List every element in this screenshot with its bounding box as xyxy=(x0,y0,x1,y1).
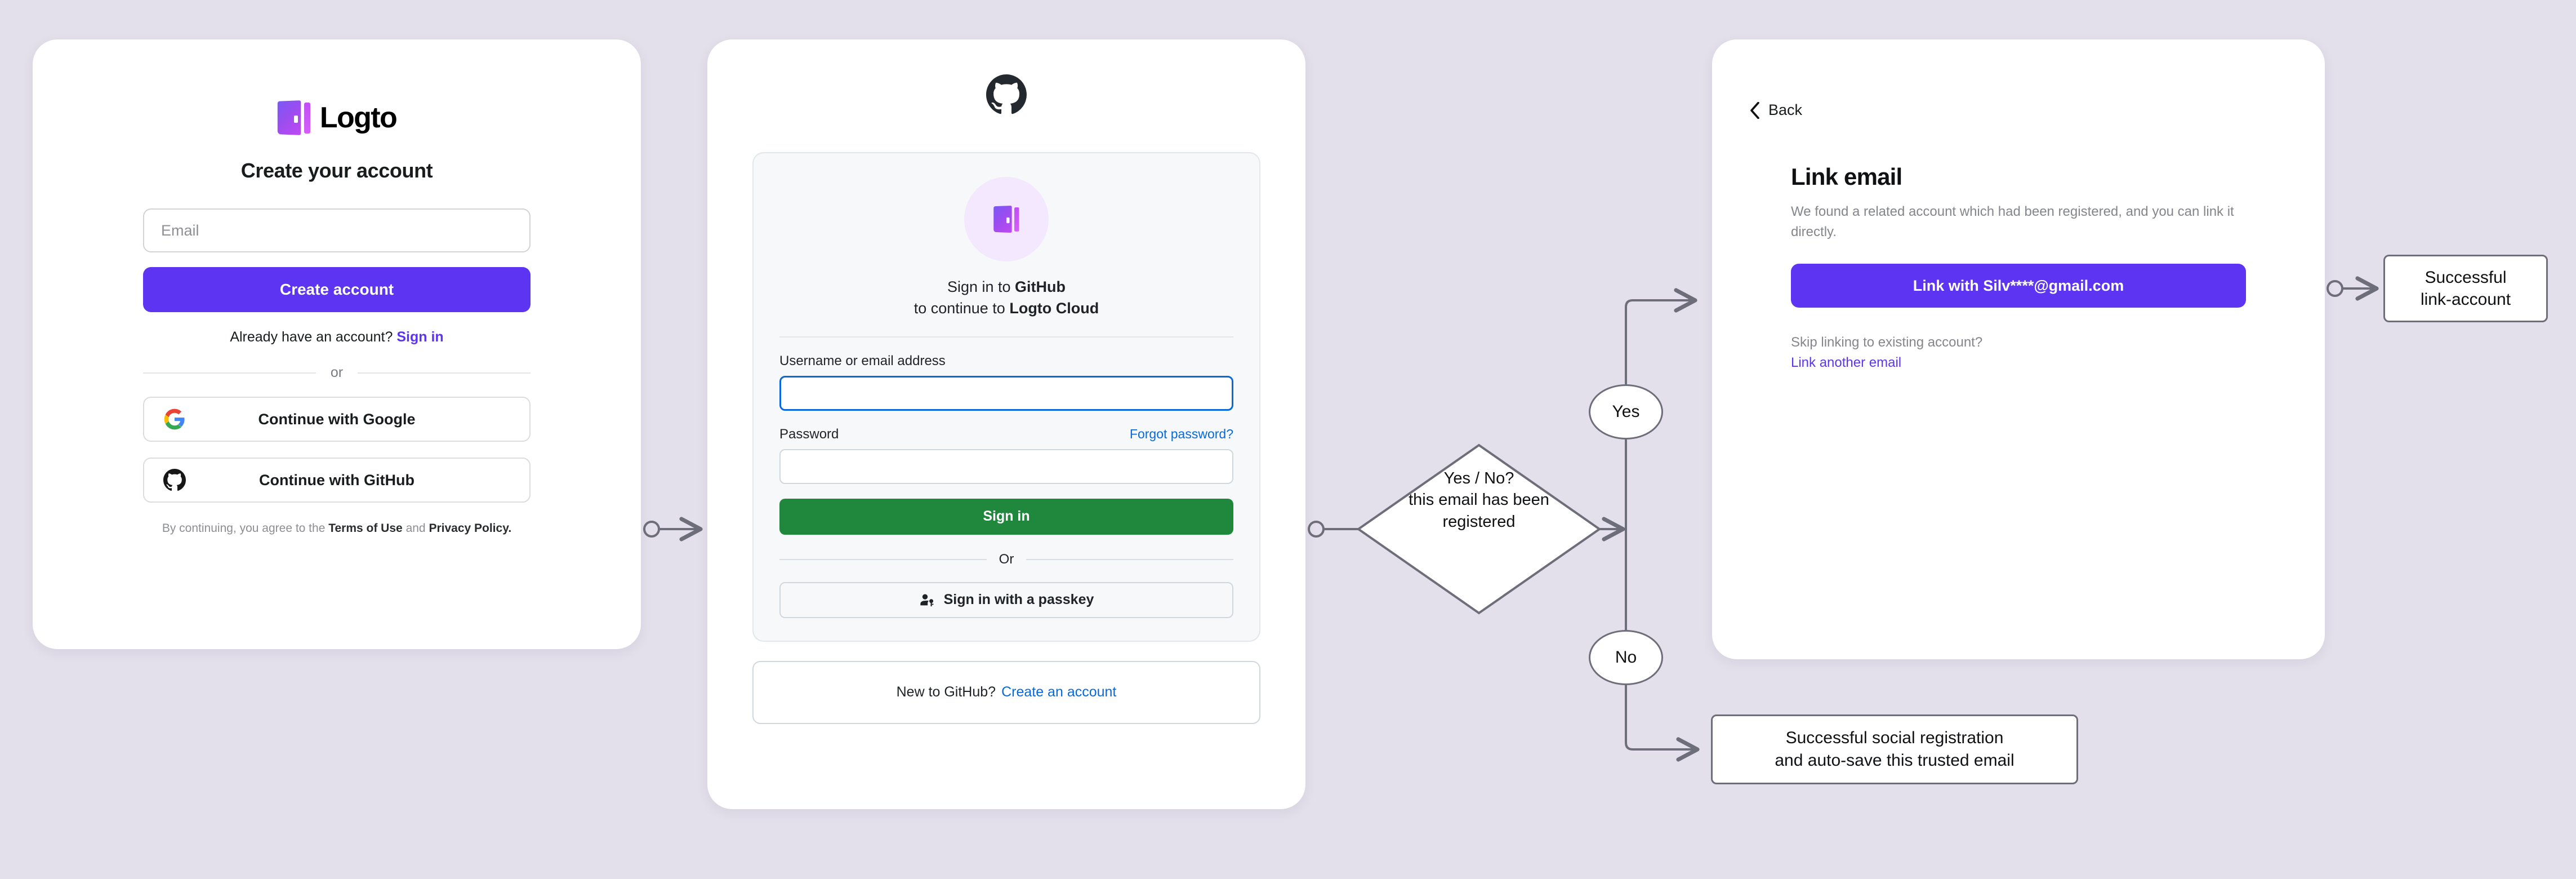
github-heading-line2-prefix: to continue to xyxy=(913,300,1010,317)
continue-with-github-button[interactable]: Continue with GitHub xyxy=(143,458,531,503)
username-input[interactable] xyxy=(779,375,1233,411)
decision-label: Yes / No? this email has been registered xyxy=(1363,468,1595,532)
forgot-password-link[interactable]: Forgot password? xyxy=(1129,427,1233,442)
link-another-email-link[interactable]: Link another email xyxy=(1791,355,1902,370)
link-email-description: We found a related account which had bee… xyxy=(1791,204,2234,239)
back-label: Back xyxy=(1768,101,1803,118)
github-form-panel: Sign in to GitHub to continue to Logto C… xyxy=(752,152,1260,642)
terms-notice: By continuing, you agree to the Terms of… xyxy=(143,522,531,535)
social-success-node: Successful social registration and auto-… xyxy=(1711,714,2078,784)
new-to-github-label: New to GitHub? xyxy=(896,684,996,700)
github-octocat-icon xyxy=(986,74,1027,114)
github-footer: New to GitHub? Create an account xyxy=(752,660,1260,724)
divider-label: or xyxy=(330,365,344,380)
github-divider-line-right xyxy=(1026,558,1234,560)
back-button[interactable]: Back xyxy=(1749,101,1802,119)
page-title: Create your account xyxy=(240,159,433,182)
signin-with-passkey-button[interactable]: Sign in with a passkey xyxy=(779,581,1233,618)
password-label: Password xyxy=(779,426,839,442)
terms-of-use-link[interactable]: Terms of Use xyxy=(328,522,403,535)
signin-with-passkey-label: Sign in with a passkey xyxy=(943,592,1094,608)
branch-yes-node: Yes xyxy=(1589,384,1663,440)
skip-linking-label: Skip linking to existing account? xyxy=(1791,335,1983,350)
logto-door-icon xyxy=(993,204,1020,234)
divider-line-left xyxy=(143,372,316,374)
connector-start-dot xyxy=(643,521,660,538)
github-divider xyxy=(779,336,1233,338)
logto-logo: Logto xyxy=(143,96,531,140)
decision-line-1: Yes / No? xyxy=(1443,469,1514,487)
connector-dot-decision xyxy=(1308,521,1325,538)
continue-with-google-button[interactable]: Continue with Google xyxy=(143,397,531,442)
signup-card: Logto Create your account Email Create a… xyxy=(33,39,641,649)
branch-no-label: No xyxy=(1615,648,1637,667)
chevron-left-icon xyxy=(1750,101,1759,119)
logto-wordmark: Logto xyxy=(319,101,398,134)
continue-with-github-label: Continue with GitHub xyxy=(259,471,415,489)
create-account-button[interactable]: Create account xyxy=(143,267,531,312)
github-heading-line1-prefix: Sign in to xyxy=(947,278,1015,295)
privacy-policy-link[interactable]: Privacy Policy. xyxy=(429,522,512,535)
github-icon xyxy=(163,469,186,491)
github-divider-label: Or xyxy=(999,551,1014,567)
link-success-node: Successful link-account xyxy=(2383,255,2548,322)
link-with-email-button[interactable]: Link with Silv****@gmail.com xyxy=(1791,264,2246,308)
terms-and: and xyxy=(405,522,426,535)
username-label: Username or email address xyxy=(779,353,946,369)
password-input[interactable] xyxy=(779,449,1233,484)
link-email-title: Link email xyxy=(1791,163,1902,190)
github-divider-or: Or xyxy=(779,551,1234,567)
continue-with-google-label: Continue with Google xyxy=(258,410,416,428)
link-success-line-2: link-account xyxy=(2420,290,2511,309)
google-icon xyxy=(164,409,185,430)
branch-no-node: No xyxy=(1589,630,1663,685)
app-avatar xyxy=(964,177,1049,261)
github-divider-line-left xyxy=(779,558,987,560)
connector-dot-link-success xyxy=(2327,280,2343,297)
passkey-icon xyxy=(920,594,934,606)
divider-or: or xyxy=(143,365,531,381)
link-email-card: Back Link email We found a related accou… xyxy=(1712,39,2325,659)
sign-in-link[interactable]: Sign in xyxy=(396,329,444,345)
social-success-line-1: Successful social registration xyxy=(1785,728,2004,747)
logto-door-icon xyxy=(277,99,311,137)
github-heading-app: Logto Cloud xyxy=(1009,300,1099,317)
decision-line-2: this email has been xyxy=(1409,491,1549,509)
github-logo xyxy=(707,39,1305,115)
already-have-account-label: Already have an account? xyxy=(230,329,393,345)
terms-prefix: By continuing, you agree to the xyxy=(162,522,326,535)
already-have-account: Already have an account? Sign in xyxy=(143,329,531,345)
password-row: Password Forgot password? xyxy=(779,427,1233,442)
email-placeholder: Email xyxy=(161,221,199,239)
divider-line-right xyxy=(358,372,531,374)
link-success-line-1: Successful xyxy=(2425,268,2507,287)
social-success-line-2: and auto-save this trusted email xyxy=(1775,751,2015,770)
email-input[interactable]: Email xyxy=(143,208,531,252)
create-an-account-link[interactable]: Create an account xyxy=(1001,684,1117,700)
github-signin-card: Sign in to GitHub to continue to Logto C… xyxy=(707,39,1305,809)
github-heading-provider: GitHub xyxy=(1015,278,1066,295)
github-signin-button[interactable]: Sign in xyxy=(779,498,1233,535)
github-heading: Sign in to GitHub to continue to Logto C… xyxy=(779,276,1233,319)
branch-yes-label: Yes xyxy=(1612,402,1640,421)
decision-line-3: registered xyxy=(1442,512,1516,531)
